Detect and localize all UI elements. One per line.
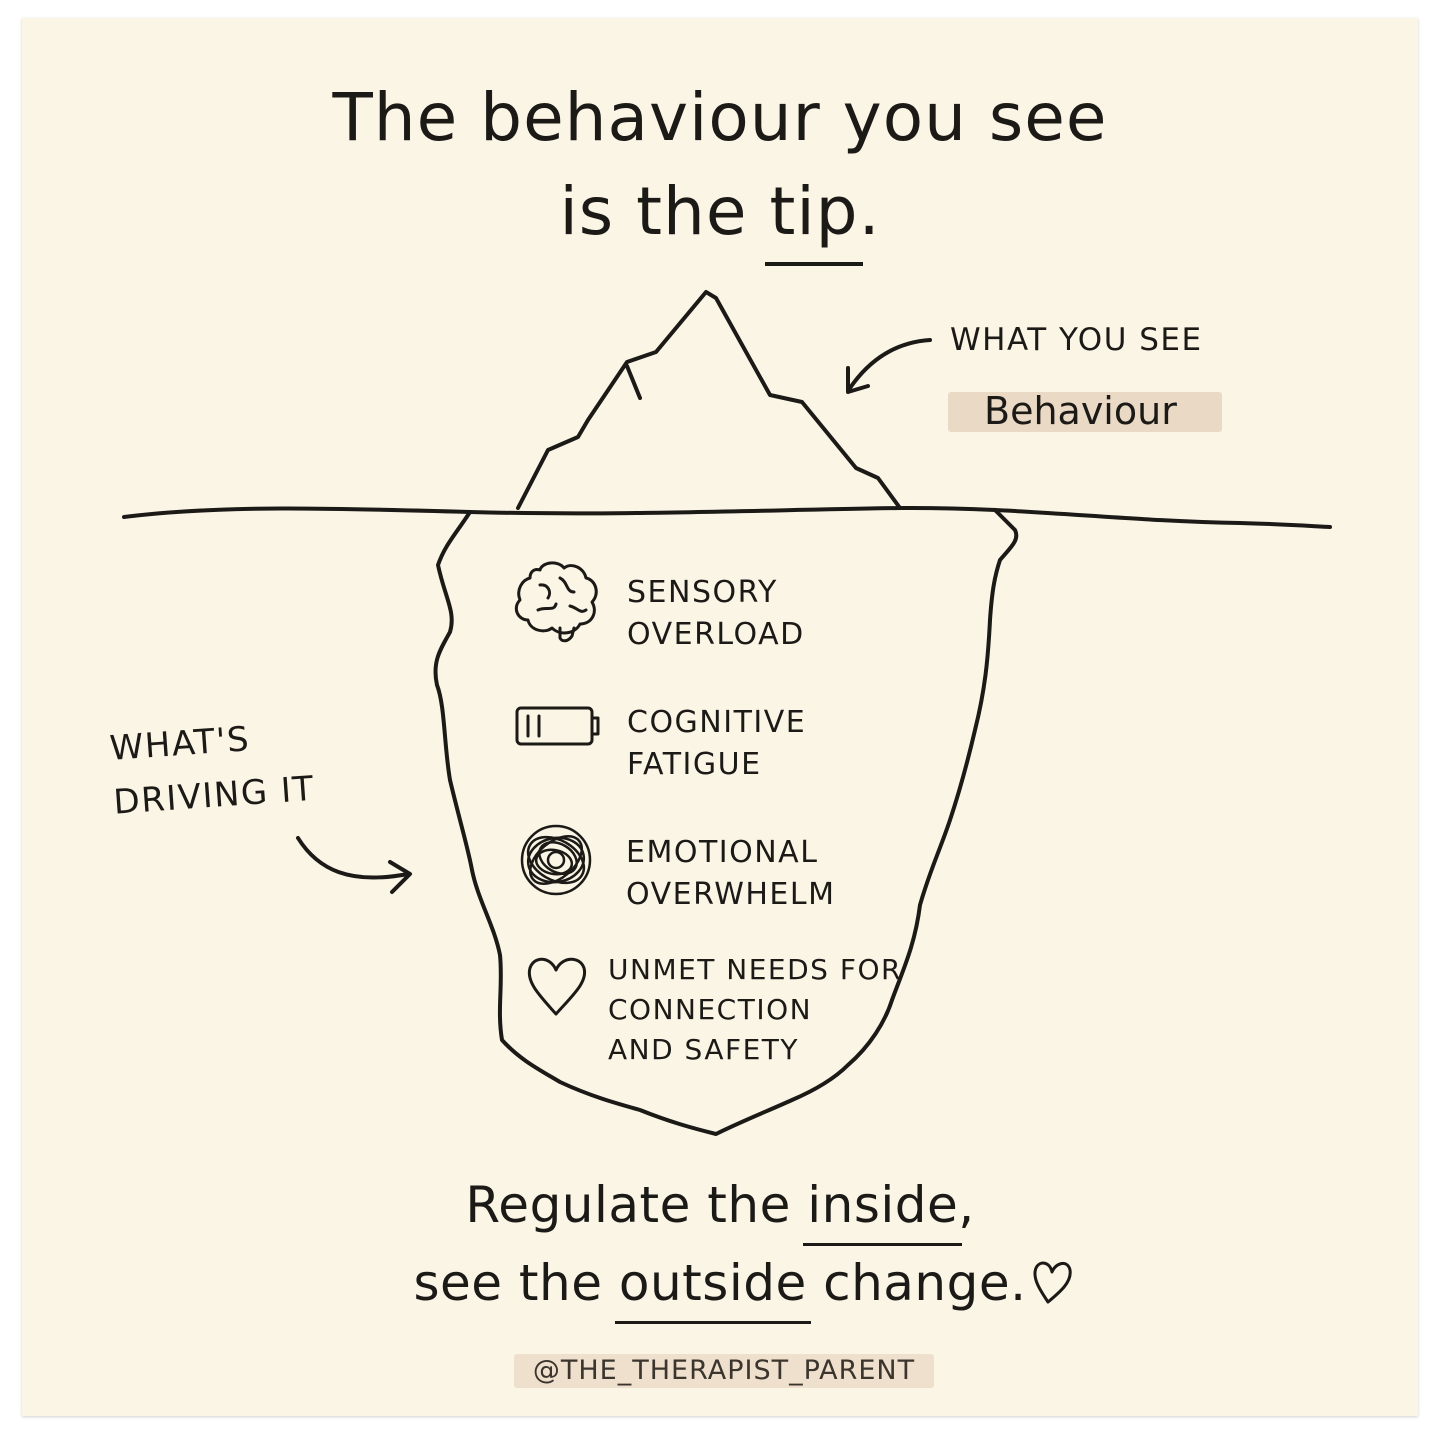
footer-line-2: see the outside change. [0,1250,1440,1324]
poster-card [22,18,1418,1416]
item-line: CONNECTION [608,993,813,1026]
arrow-to-tip-icon [848,338,932,390]
what-you-see-label: WHAT YOU SEE [950,322,1203,358]
heart-icon [527,957,587,1016]
item-cognitive-fatigue: COGNITIVE FATIGUE [627,702,806,786]
item-line: SENSORY [627,575,778,610]
iceberg-tip [516,290,902,510]
account-handle-text: @THE_THERAPIST_PARENT [532,1355,916,1386]
footer-line-2-prefix: see the [413,1254,619,1312]
behaviour-highlight: Behaviour [948,386,1222,436]
item-line: OVERWHELM [626,877,836,912]
whats-driving-it-label: WHAT'S DRIVING IT [108,708,317,830]
item-line: OVERLOAD [627,617,805,652]
item-line: COGNITIVE [627,705,807,740]
item-line: EMOTIONAL [626,835,819,870]
footer-emphasis-outside: outside [614,1250,811,1324]
footer-emphasis-inside: inside [803,1172,963,1246]
waterline [122,505,1332,529]
item-line: FATIGUE [627,747,762,782]
item-line: UNMET NEEDS FOR [608,953,902,986]
brain-icon [514,561,598,643]
footer-line-1-prefix: Regulate the [465,1176,808,1234]
title-line-2-suffix: . [858,173,881,250]
title-line-1: The behaviour you see [332,79,1108,156]
title-emphasis-tip: tip [765,173,863,266]
item-emotional-overwhelm: EMOTIONAL OVERWHELM [626,832,835,916]
title-line-2: is the tip. [0,172,1440,266]
footer-line-2-suffix: change. [806,1254,1027,1312]
behaviour-highlight-marker [948,392,1222,432]
small-heart-icon [1033,1261,1072,1304]
behaviour-label: Behaviour [984,389,1177,433]
account-handle[interactable]: @THE_THERAPIST_PARENT [514,1354,934,1388]
item-line: AND SAFETY [608,1033,800,1066]
handle-highlight-marker [514,1354,934,1388]
footer-line-1-suffix: , [958,1176,975,1234]
title-line-2-prefix: is the [559,173,770,250]
item-unmet-needs: UNMET NEEDS FOR CONNECTION AND SAFETY [608,950,902,1070]
iceberg-underwater [433,508,1019,1136]
footer-line-1: Regulate the inside, [0,1172,1440,1246]
arrow-to-underwater-icon [296,836,410,880]
tangled-scribble-icon [520,824,592,896]
iceberg-tip-crack [625,364,642,400]
low-battery-icon [515,706,600,746]
item-sensory-overload: SENSORY OVERLOAD [627,572,805,656]
